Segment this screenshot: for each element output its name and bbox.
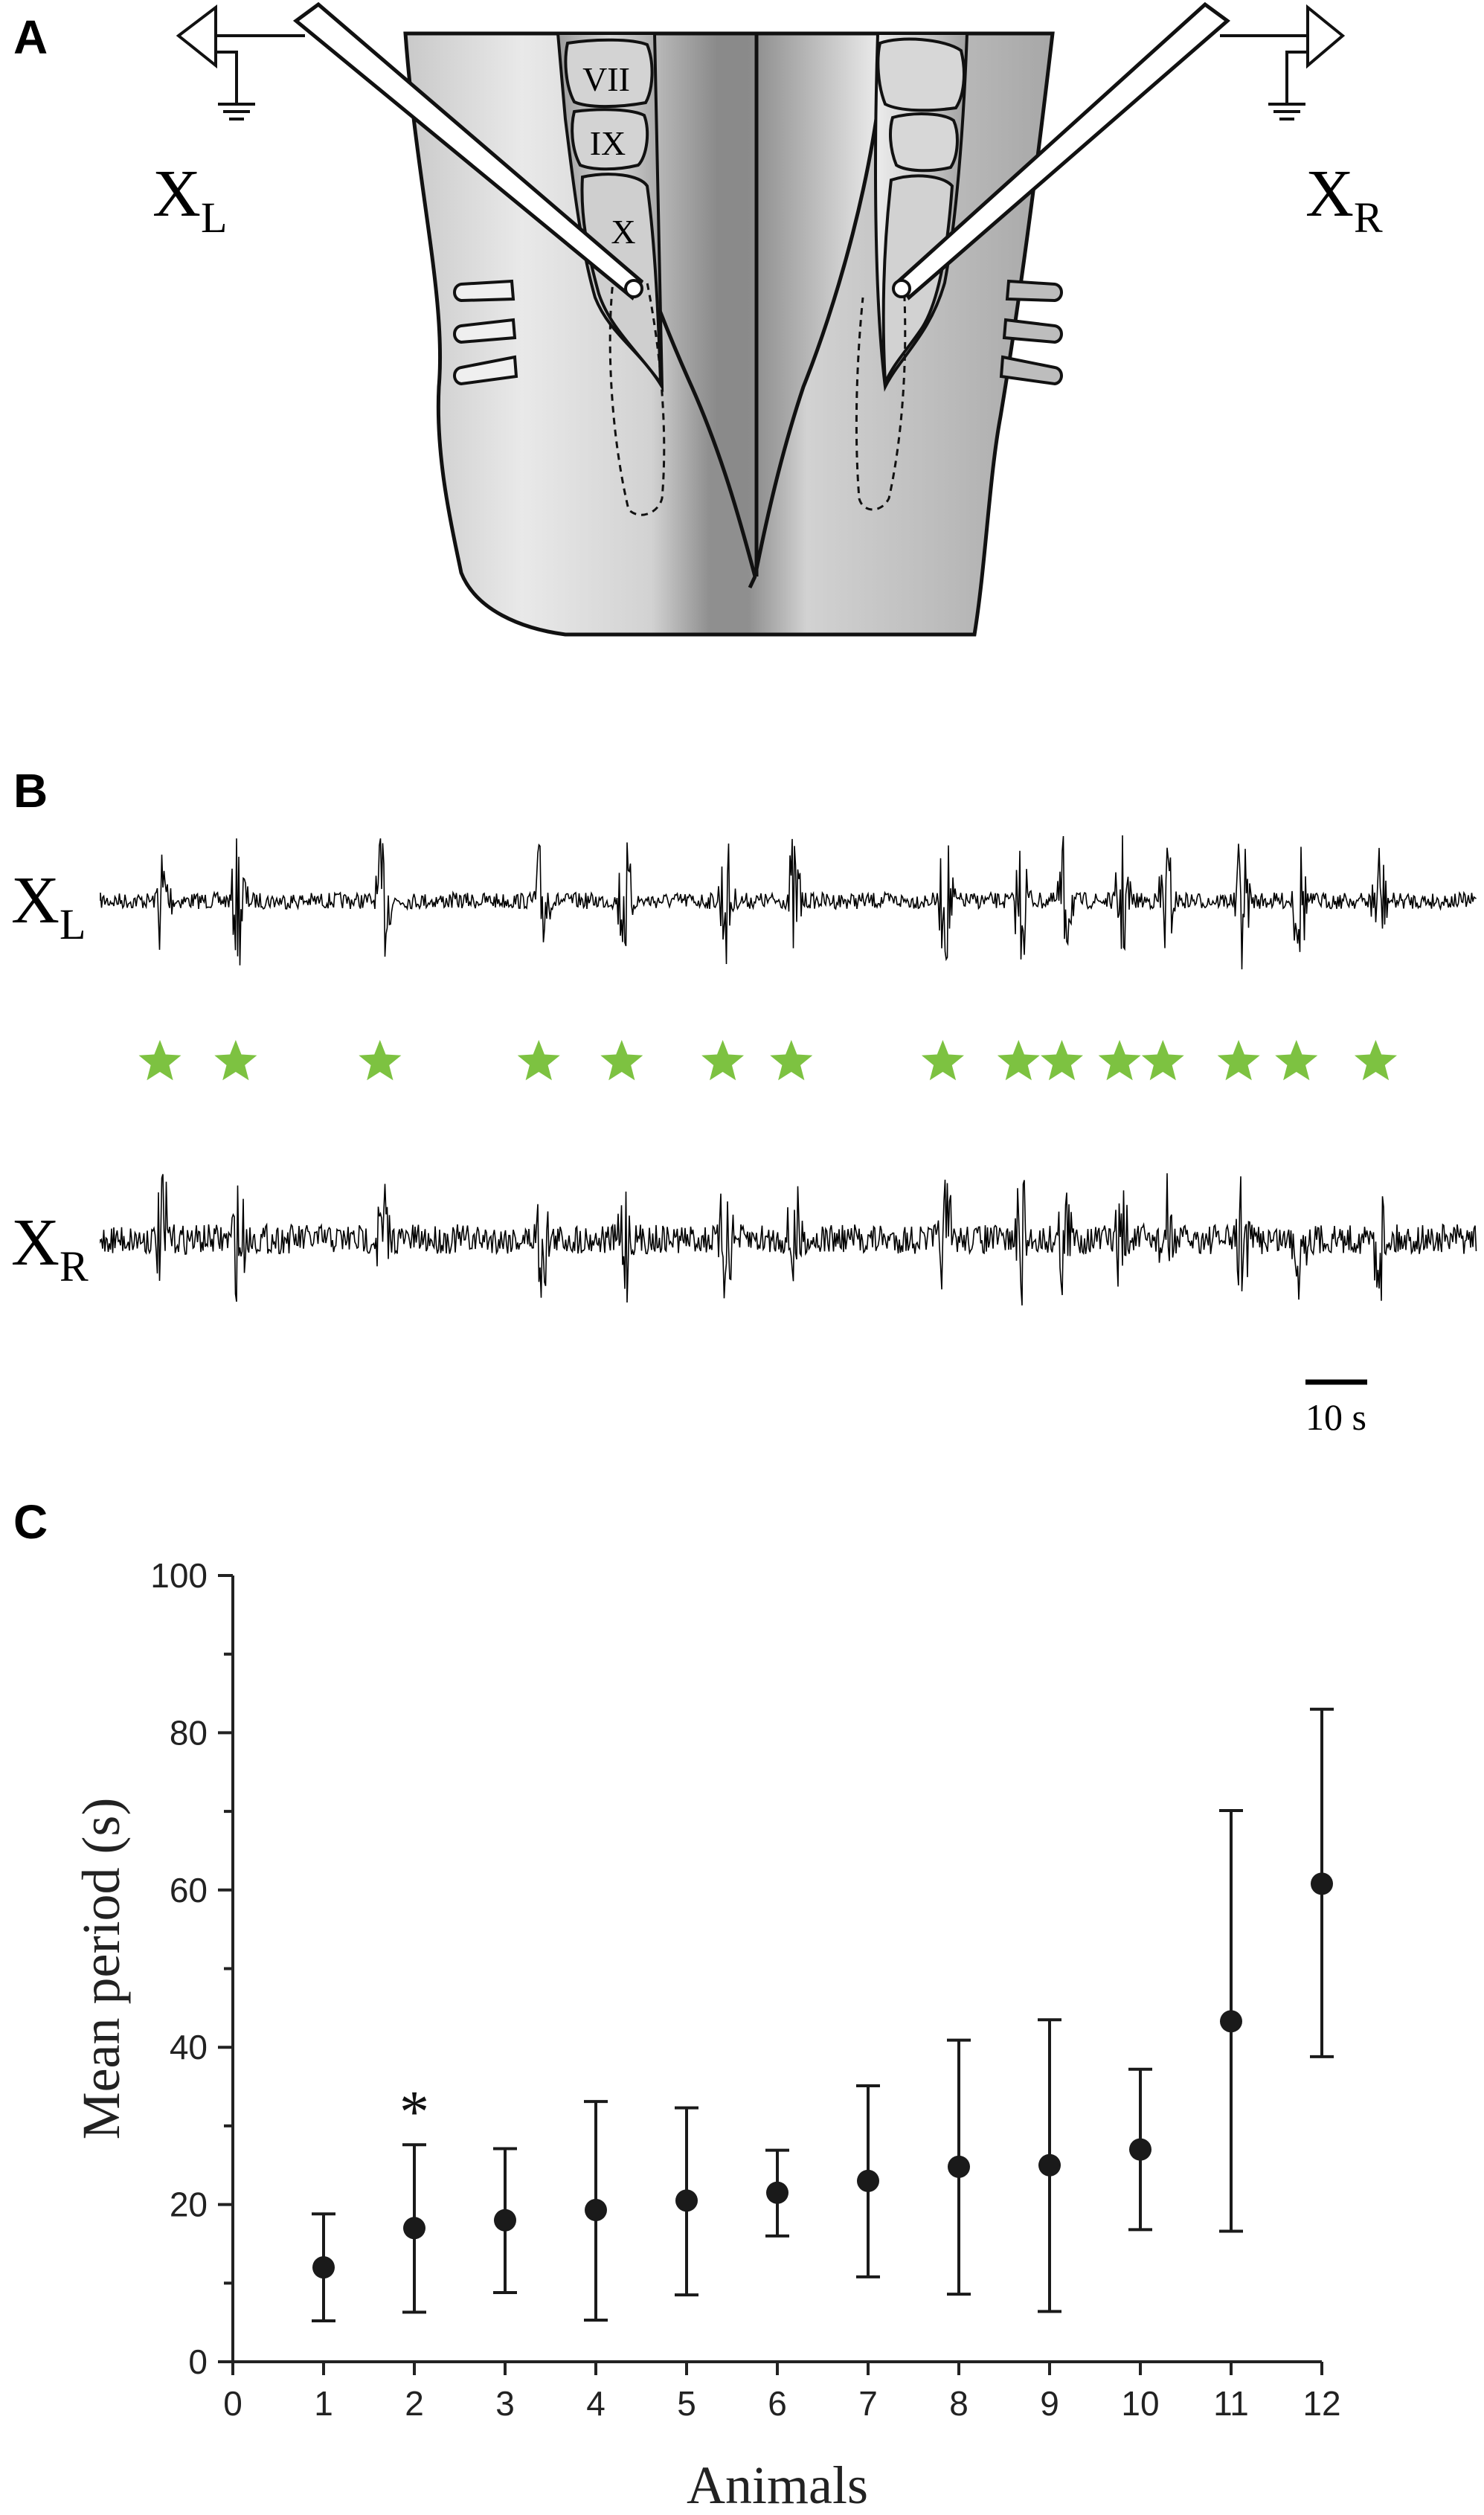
x-tick-label: 4 bbox=[586, 2384, 606, 2423]
x-tick-label: 9 bbox=[1040, 2384, 1059, 2423]
y-tick-label: 20 bbox=[170, 2185, 208, 2224]
electrode-right bbox=[892, 1, 1231, 301]
burst-star-5 bbox=[600, 1040, 643, 1081]
data-point bbox=[857, 2169, 879, 2192]
burst-star-6 bbox=[701, 1040, 745, 1081]
burst-star-15 bbox=[1354, 1040, 1397, 1081]
y-axis-title: Mean period (s) bbox=[71, 1798, 131, 2140]
scale-bar-label: 10 s bbox=[1305, 1396, 1366, 1438]
trace-label-right: XR bbox=[11, 1206, 89, 1291]
x-tick-label: 10 bbox=[1121, 2384, 1159, 2423]
data-point bbox=[494, 2209, 516, 2232]
burst-star-3 bbox=[359, 1040, 402, 1081]
nucleus-ix-right bbox=[889, 112, 959, 173]
x-tick-label: 7 bbox=[858, 2384, 878, 2423]
burst-star-12 bbox=[1141, 1040, 1184, 1081]
data-point bbox=[766, 2181, 788, 2204]
x-tick-label: 1 bbox=[314, 2384, 333, 2423]
x-tick-label: 3 bbox=[495, 2384, 515, 2423]
electrode-left bbox=[292, 1, 644, 301]
x-tick-label: 12 bbox=[1302, 2384, 1340, 2423]
burst-markers bbox=[138, 1040, 1397, 1081]
nerve-trace-right bbox=[100, 1173, 1477, 1305]
y-tick-label: 100 bbox=[150, 1556, 208, 1595]
svg-text:IX: IX bbox=[590, 124, 626, 162]
panel-c-letter: C bbox=[13, 1495, 48, 1549]
nerve-rootlets-left bbox=[453, 279, 518, 386]
panel-a-letter: A bbox=[13, 10, 48, 64]
panel-b: B XL XR 10 s bbox=[11, 764, 1477, 1438]
panel-a: A VII IX X bbox=[13, 1, 1383, 637]
nucleus-vii-right bbox=[876, 37, 966, 112]
x-tick-label: 11 bbox=[1213, 2384, 1249, 2423]
data-point bbox=[1311, 1872, 1333, 1895]
burst-star-8 bbox=[921, 1040, 964, 1081]
svg-text:X: X bbox=[611, 213, 635, 251]
data-point bbox=[1038, 2153, 1061, 2177]
trace-label-left: XL bbox=[11, 864, 86, 948]
panel-b-letter: B bbox=[13, 764, 48, 818]
amplifier-right-icon bbox=[1220, 4, 1346, 121]
burst-star-13 bbox=[1217, 1040, 1260, 1081]
nerve-label-right: XR bbox=[1305, 157, 1383, 242]
burst-star-2 bbox=[214, 1040, 257, 1081]
data-point bbox=[403, 2217, 425, 2240]
burst-star-9 bbox=[997, 1040, 1040, 1081]
x-tick-label: 8 bbox=[949, 2384, 969, 2423]
burst-star-14 bbox=[1275, 1040, 1318, 1081]
burst-star-11 bbox=[1098, 1040, 1141, 1081]
data-point bbox=[585, 2198, 607, 2221]
y-tick-label: 40 bbox=[170, 2028, 208, 2066]
x-tick-label: 0 bbox=[223, 2384, 242, 2423]
data-point bbox=[312, 2256, 335, 2279]
y-tick-label: 80 bbox=[170, 1713, 208, 1752]
burst-star-10 bbox=[1041, 1040, 1083, 1081]
x-axis-title: Animals bbox=[687, 2455, 868, 2515]
svg-text:VII: VII bbox=[582, 60, 630, 98]
nerve-rootlets-right bbox=[999, 279, 1063, 386]
x-tick-label: 2 bbox=[405, 2384, 424, 2423]
x-tick-label: 6 bbox=[768, 2384, 787, 2423]
y-tick-label: 0 bbox=[188, 2342, 208, 2381]
burst-star-1 bbox=[138, 1040, 182, 1081]
data-point bbox=[1129, 2138, 1151, 2161]
y-tick-label: 60 bbox=[170, 1871, 208, 1909]
data-point bbox=[1220, 2010, 1242, 2033]
burst-star-4 bbox=[517, 1040, 560, 1081]
nerve-trace-left bbox=[100, 835, 1477, 970]
burst-star-7 bbox=[770, 1040, 813, 1081]
data-point bbox=[948, 2155, 970, 2178]
nucleus-vii: VII bbox=[564, 38, 654, 109]
recording-site-right bbox=[855, 282, 907, 511]
significance-asterisk: * bbox=[399, 2079, 429, 2145]
data-point bbox=[675, 2189, 698, 2212]
nucleus-ix: IX bbox=[571, 108, 649, 171]
x-tick-label: 5 bbox=[677, 2384, 696, 2423]
amplifier-left-icon bbox=[176, 4, 305, 121]
nerve-label-left: XL bbox=[152, 157, 227, 242]
recording-site-left bbox=[608, 274, 666, 516]
